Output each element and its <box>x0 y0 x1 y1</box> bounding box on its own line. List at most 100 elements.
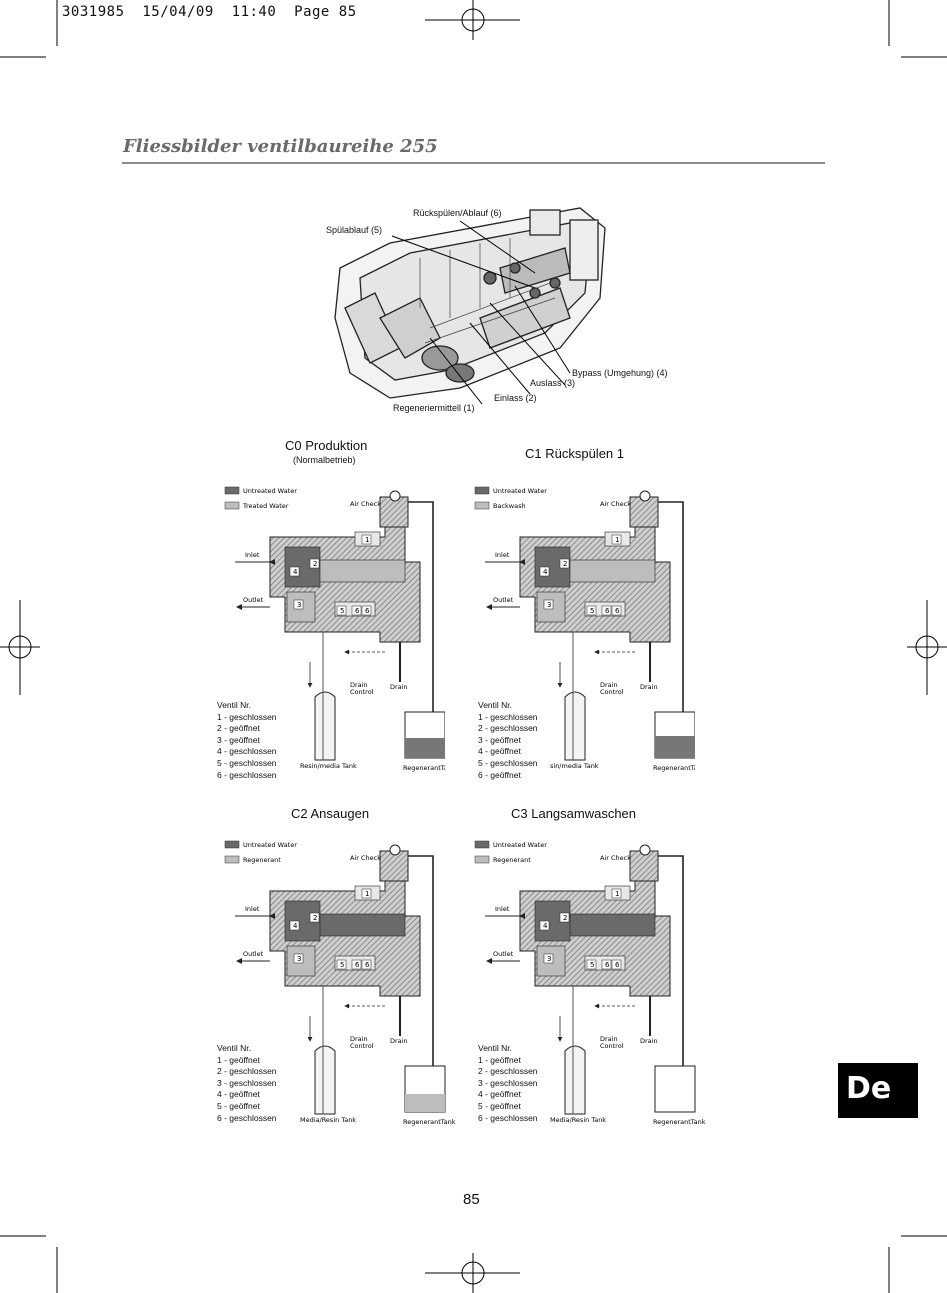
valve-number-box <box>611 888 622 899</box>
valve-status-c2: Ventil Nr. 1 - geöffnet 2 - geschlossen … <box>217 1043 277 1124</box>
regenerant-level <box>405 738 445 758</box>
valve-number: 1 <box>365 890 369 898</box>
regenerant-line <box>408 855 434 1091</box>
valve-number-box <box>543 599 554 610</box>
page-title: Fliessbilder ventilbaureihe 255 <box>123 136 438 157</box>
regenerant-line <box>658 855 684 1091</box>
legend-swatch-secondary <box>474 855 490 864</box>
valve-number-box <box>361 888 372 899</box>
legend-swatch-untreated <box>224 486 240 495</box>
valve-state: 4 - geöffnet <box>478 1089 521 1100</box>
valve-number: 6 <box>365 961 370 969</box>
resin-tank-label: Resin/media Tank <box>300 762 357 770</box>
valve-number-box <box>601 959 612 970</box>
valve-state: 3 - geschlossen <box>478 1077 538 1088</box>
title-divider <box>122 162 825 164</box>
panel-subtitle-c0: (Normalbetrieb) <box>293 455 356 465</box>
inlet-label: Inlet <box>245 551 260 559</box>
valve-number-box <box>293 953 304 964</box>
valve-state: 5 - geschlossen <box>478 757 538 768</box>
regenerant-tank <box>654 1065 696 1113</box>
legend-swatch-secondary <box>474 501 490 510</box>
valve-number-box <box>361 959 372 970</box>
panel-title-c0: C0 Produktion <box>285 438 368 453</box>
valve-number: 2 <box>563 560 567 568</box>
label-rinse-drain: Spülablauf (5) <box>326 225 383 235</box>
valve-status-c0: Ventil Nr. 1 - geschlossen 2 - geöffnet … <box>217 700 277 781</box>
valve-number-box <box>601 605 612 616</box>
valve-number-box <box>586 605 597 616</box>
valve-state: 1 - geschlossen <box>217 711 277 722</box>
valve-state: 6 - geschlossen <box>217 769 277 780</box>
valve-state: 1 - geschlossen <box>478 711 538 722</box>
label-backwash-drain: Rückspülen/Ablauf (6) <box>413 208 502 218</box>
inlet-label: Inlet <box>245 905 260 913</box>
valve-number: 2 <box>563 914 567 922</box>
valve-number: 3 <box>547 601 551 609</box>
valve-number: 4 <box>543 922 548 930</box>
valve-state: 4 - geöffnet <box>478 746 521 757</box>
resin-tank <box>314 691 336 761</box>
label-outlet: Auslass (3) <box>530 378 576 388</box>
valve-number: 3 <box>547 955 551 963</box>
valve-number: 3 <box>297 601 301 609</box>
valve-number-box <box>351 959 362 970</box>
language-tab: De <box>838 1063 918 1118</box>
air-check-ball <box>639 490 651 502</box>
drain-label: Drain <box>390 683 408 691</box>
valve-state: 2 - geschlossen <box>217 1066 277 1077</box>
valve-number-box <box>361 605 372 616</box>
valve-number-box <box>309 558 320 569</box>
panel-title-c3: C3 Langsamwaschen <box>511 806 637 821</box>
valve-state: 2 - geschlossen <box>478 1066 538 1077</box>
valve-number-box <box>336 605 347 616</box>
valve-status-c1: Ventil Nr. 1 - geschlossen 2 - geschloss… <box>478 700 538 781</box>
legend-label-untreated: Untreated Water <box>493 487 547 495</box>
valve-number-box <box>351 605 362 616</box>
valve-number: 5 <box>590 961 594 969</box>
legend-swatch-untreated <box>474 486 490 495</box>
outlet-chamber <box>286 945 316 977</box>
valve-number: 6 <box>605 961 610 969</box>
valve-number-box <box>289 566 300 577</box>
legend-swatch-secondary <box>224 501 240 510</box>
valve-status-heading: Ventil Nr. <box>478 700 513 710</box>
drain-label: Drain <box>390 1037 408 1045</box>
language-tab-label: De <box>846 1071 892 1106</box>
outlet-label: Outlet <box>243 596 264 604</box>
air-check-housing <box>629 496 659 528</box>
valve-number: 2 <box>313 560 317 568</box>
valve-state: 3 - geschlossen <box>217 1077 277 1088</box>
valve-number: 4 <box>543 568 548 576</box>
valve-number: 6 <box>355 607 360 615</box>
drain-label: Drain <box>640 1037 658 1045</box>
regenerant-tank-label: RegenerantTank <box>653 764 695 772</box>
drain-label: Drain <box>640 683 658 691</box>
valve-number-box <box>611 605 622 616</box>
valve-number: 6 <box>615 607 620 615</box>
air-check-housing <box>629 850 659 882</box>
legend-swatch-untreated <box>224 840 240 849</box>
valve-state: 5 - geschlossen <box>217 757 277 768</box>
legend-label-secondary: Treated Water <box>242 502 289 510</box>
regenerant-tank-label: RegenerantTank <box>653 1118 706 1126</box>
valve-number: 4 <box>293 568 298 576</box>
valve-state: 2 - geöffnet <box>217 723 260 734</box>
valve-state: 3 - geöffnet <box>478 734 521 745</box>
page-number: 85 <box>463 1191 480 1208</box>
resin-tank <box>564 691 586 761</box>
panel-title-c2: C2 Ansaugen <box>291 806 370 821</box>
valve-status-heading: Ventil Nr. <box>478 1043 513 1053</box>
valve-number-box <box>361 534 372 545</box>
valve-state: 6 - geöffnet <box>478 769 521 780</box>
panel-title-c1: C1 Rückspülen 1 <box>525 446 624 461</box>
air-check-label: Air Check <box>350 500 381 508</box>
valve-number: 5 <box>590 607 594 615</box>
